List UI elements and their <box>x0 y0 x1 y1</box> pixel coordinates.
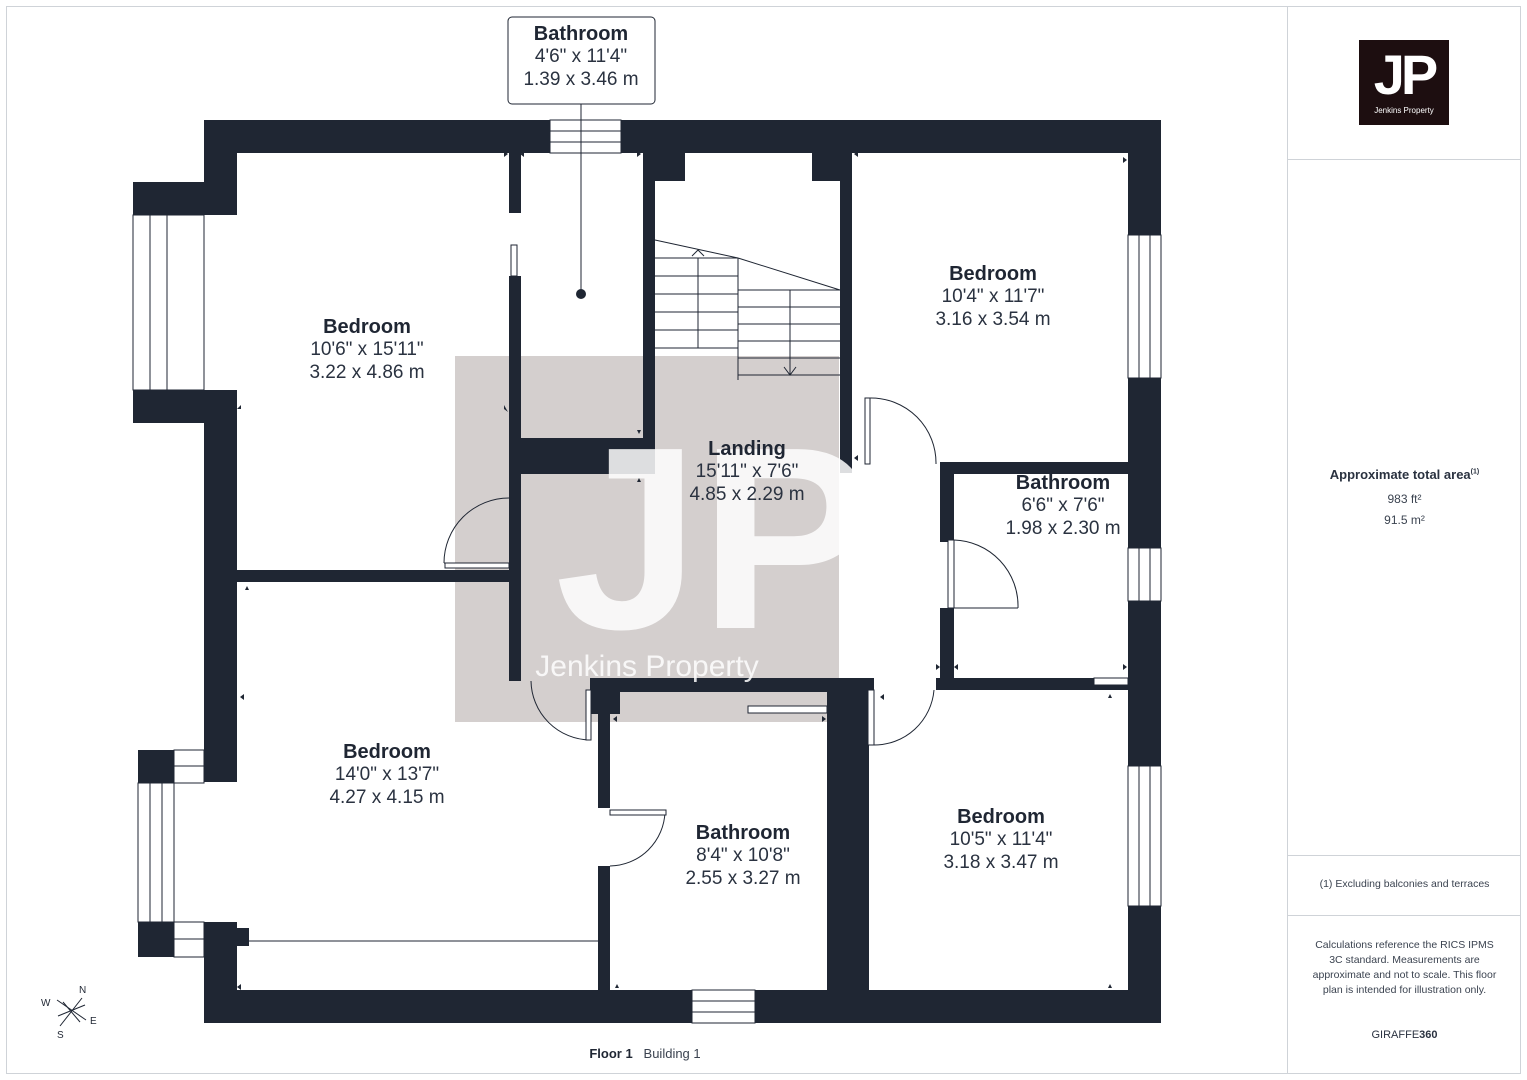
room-dim-metric: 4.27 x 4.15 m <box>329 786 445 808</box>
floor-plan: JP Jenkins Property N E S W <box>41 16 1162 1041</box>
staircase <box>654 239 841 380</box>
room-label-landing: Landing 15'11" x 7'6" 4.85 x 2.29 m <box>689 437 804 507</box>
sidebar-separator <box>1288 855 1521 856</box>
room-dim-imperial: 4'6" x 11'4" <box>534 46 628 67</box>
room-dim-imperial: 8'4" x 10'8" <box>696 845 790 866</box>
room-name: Bathroom <box>533 23 629 45</box>
room-name: Bedroom <box>949 263 1037 285</box>
room-name: Bedroom <box>323 316 411 338</box>
floor-label: Floor 1 Building 1 <box>0 1046 1290 1061</box>
logo-text: Jenkins Property <box>1374 106 1434 115</box>
room-dim-imperial: 14'0" x 13'7" <box>334 764 440 785</box>
room-label-bedroom-sw: Bedroom 14'0" x 13'7" 4.27 x 4.15 m <box>329 740 444 810</box>
sidebar-separator <box>1288 159 1521 160</box>
leader-dot <box>576 289 586 299</box>
dimension-markers <box>237 151 1127 990</box>
compass-n: N <box>79 985 86 996</box>
room-dim-metric: 3.22 x 4.86 m <box>309 361 425 383</box>
room-dim-imperial: 10'6" x 15'11" <box>310 339 424 360</box>
building-name: Building 1 <box>643 1046 701 1061</box>
windows <box>132 119 1162 1024</box>
walls <box>133 120 1161 1023</box>
sidebar-separator <box>1288 915 1521 916</box>
room-dim-metric: 1.39 x 3.46 m <box>523 68 639 90</box>
brand-suffix: 360 <box>1419 1029 1438 1041</box>
logo-letters: JP <box>1373 43 1439 106</box>
room-name: Bedroom <box>343 741 431 763</box>
compass-s: S <box>57 1030 64 1041</box>
room-label-bathroom-east: Bathroom 6'6" x 7'6" 1.98 x 2.30 m <box>1005 471 1120 541</box>
room-label-bedroom-nw: Bedroom 10'6" x 15'11" 3.22 x 4.86 m <box>309 315 424 385</box>
footnote: (1) Excluding balconies and terraces <box>1319 878 1490 890</box>
area-footnote-mark: (1) <box>1470 468 1480 476</box>
compass-w: W <box>41 998 51 1009</box>
disclaimer: Calculations reference the RICS IPMS 3C … <box>1312 939 1497 996</box>
floor-name: Floor 1 <box>589 1046 633 1061</box>
room-dim-imperial: 6'6" x 7'6" <box>1021 495 1105 516</box>
room-dim-imperial: 15'11" x 7'6" <box>695 461 799 482</box>
room-name: Landing <box>708 438 786 460</box>
area-title: Approximate total area <box>1329 467 1471 482</box>
page-frame <box>6 6 1521 1074</box>
room-label-bedroom-se: Bedroom 10'5" x 11'4" 3.18 x 3.47 m <box>943 805 1058 875</box>
door-leaves <box>444 244 1129 816</box>
room-dim-metric: 1.98 x 2.30 m <box>1005 517 1121 539</box>
area-title-row: Approximate total area(1) <box>1288 467 1521 482</box>
brand-prefix: GIRAFFE <box>1371 1029 1420 1041</box>
room-label-bathroom-south: Bathroom 8'4" x 10'8" 2.55 x 3.27 m <box>685 821 800 891</box>
brand-mark: GIRAFFE360 <box>1288 1029 1521 1041</box>
area-imperial: 983 ft² <box>1387 492 1422 506</box>
room-name: Bathroom <box>695 822 791 844</box>
room-dim-imperial: 10'5" x 11'4" <box>949 829 1053 850</box>
room-label-bathroom-top: Bathroom 4'6" x 11'4" 1.39 x 3.46 m <box>523 22 638 92</box>
company-logo: JP Jenkins Property <box>1359 40 1449 125</box>
room-dim-metric: 2.55 x 3.27 m <box>685 867 801 889</box>
room-dim-metric: 3.18 x 3.47 m <box>943 851 1059 873</box>
compass-e: E <box>90 1016 97 1027</box>
room-label-bedroom-ne: Bedroom 10'4" x 11'7" 3.16 x 3.54 m <box>935 262 1050 332</box>
watermark: JP Jenkins Property <box>535 394 873 684</box>
watermark-text: Jenkins Property <box>535 650 758 683</box>
room-dim-metric: 4.85 x 2.29 m <box>689 483 805 505</box>
callout-box <box>507 16 656 105</box>
compass-icon <box>56 997 87 1027</box>
room-name: Bedroom <box>957 806 1045 828</box>
watermark-letters: JP <box>555 394 873 684</box>
sidebar-divider <box>1287 6 1288 1074</box>
room-dim-imperial: 10'4" x 11'7" <box>941 286 1045 307</box>
area-metric: 91.5 m² <box>1384 513 1425 527</box>
room-name: Bathroom <box>1015 472 1111 494</box>
room-dim-metric: 3.16 x 3.54 m <box>935 308 1051 330</box>
